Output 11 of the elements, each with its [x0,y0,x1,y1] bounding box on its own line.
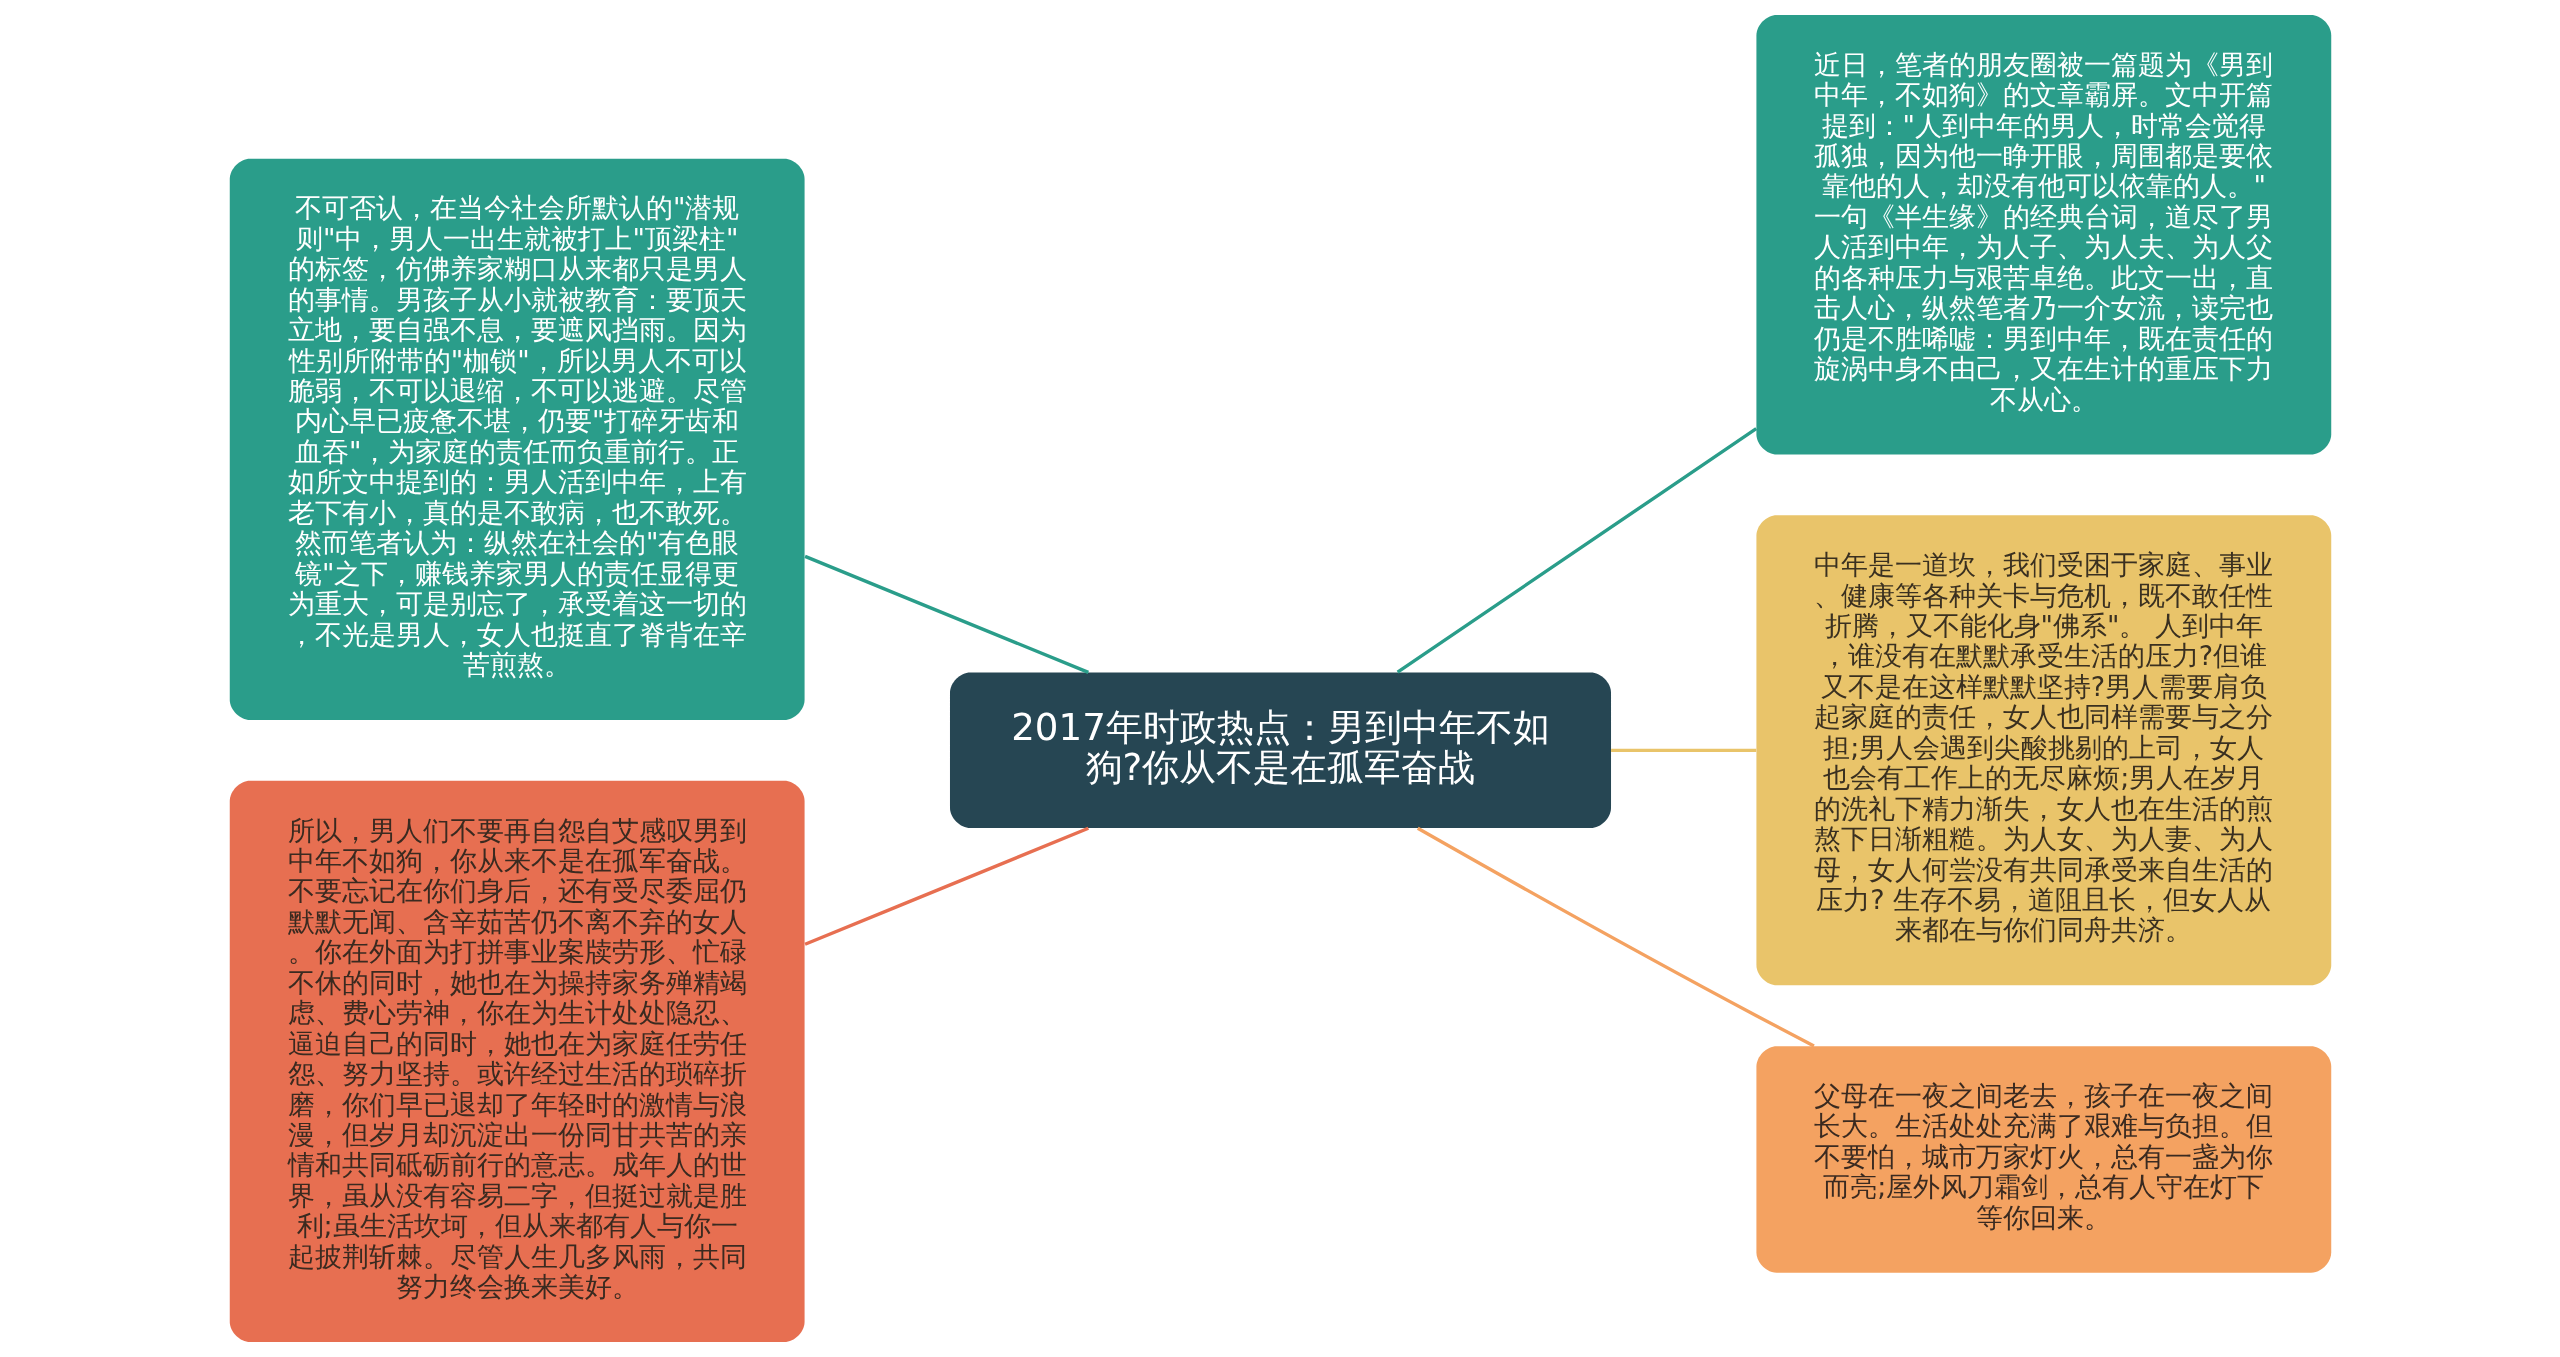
connector [1610,748,1756,753]
connector [803,826,1089,946]
node-box: 近日，笔者的朋友圈被一篇题为《男到中年，不如狗》的文章霸屏。文中开篇提到："人到中年的男人，时常会觉得孤独，因为他一睁开眼，周围都是要依靠他的人，却没有他可以依靠的人。"一句《半生缘》的经典台词，道尽了男人活到中年，为人子、为人夫、为人父的各种压力与艰苦卓绝。此文一出，直击人心，纵然笔者乃一介女流，读完也仍是不胜唏嘘：男到中年，既在责任的旋涡中身不由己，又在生计的重压下力不从心。 [1755,14,2331,455]
node-box: 中年是一道坎，我们受困于家庭、事业、健康等各种关卡与危机，既不敢任性折腾，又不能化身"佛系"。 人到中年，谁没有在默默承受生活的压力?但谁又不是在这样默默坚持?男人需要肩负起家庭的责任，女人也同样需要与之分担;男人会遇到尖酸挑剔的上司，女人也会有工作上的无尽麻烦;男人在岁月的洗礼下精力渐失，女人也在生活的煎熬下日渐粗糙。为人女、为人妻、为人母，女人何尝没有共同承受来自生活的压力? 生存不易，道阻且长，但女人从来都在与你们同舟共济。 [1755,515,2331,986]
node-box: 不可否认，在当今社会所默认的"潜规则"中，男人一出生就被打上"顶梁柱"的标签，仿佛养家糊口从来都只是男人的事情。男孩子从小就被教育：要顶天立地，要自强不息，要遮风挡雨。因为性别所附带的"枷锁"，所以男人不可以脆弱，不可以退缩，不可以逃避。尽管内心早已疲惫不堪，仍要"打碎牙齿和血吞"，为家庭的责任而负重前行。正如所文中提到的：男人活到中年，上有老下有小，真的是不敢病，也不敢死。然而笔者认为：纵然在社会的"有色眼镜"之下，赚钱养家男人的责任显得更为重大，可是别忘了，承受着这一切的，不光是男人，女人也挺直了脊背在辛苦煎熬。 [229,158,805,720]
node-box: 父母在一夜之间老去，孩子在一夜之间长大。生活处处充满了艰难与负担。但不要怕，城市万家灯火，总有一盏为你而亮;屋外风刀霜剑，总有人守在灯下等你回来。 [1755,1046,2331,1273]
connector [1396,427,1757,674]
connector [803,554,1089,674]
node-box: 所以，男人们不要再自怨自艾感叹男到中年不如狗，你从来不是在孤军奋战。不要忘记在你们身后，还有受尽委屈仍默默无闻、含辛茹苦仍不离不弃的女人。你在外面为打拼事业案牍劳形、忙碌不休的同时，她也在为操持家务殚精竭虑、费心劳神，你在为生计处处隐忍、逼迫自己的同时，她也在为家庭任劳任怨、努力坚持。或许经过生活的琐碎折磨，你们早已退却了年轻时的激情与浪漫，但岁月却沉淀出一份同甘共苦的亲情和共同砥砺前行的意志。成年人的世界，虽从没有容易二字，但挺过就是胜利;虽生活坎坷，但从来都有人与你一起披荆斩棘。尽管人生几多风雨，共同努力终会换来美好。 [229,780,805,1343]
node-box: 2017年时政热点：男到中年不如狗?你从不是在孤军奋战 [949,672,1611,829]
connector [1416,826,1815,1048]
